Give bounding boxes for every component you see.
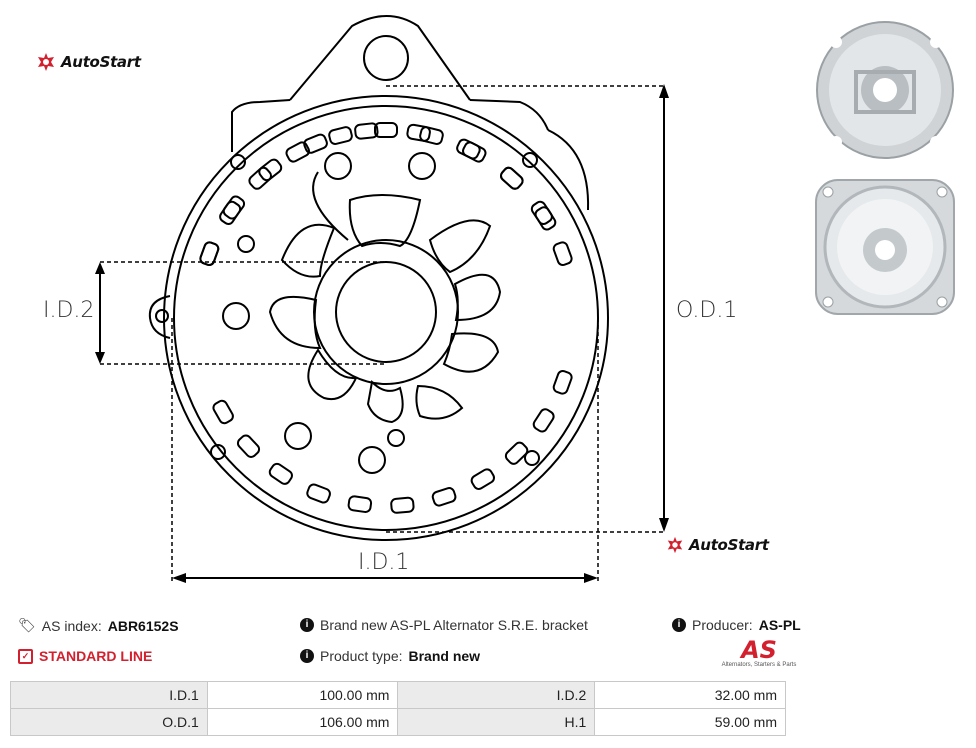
cooling-slot <box>390 496 415 514</box>
producer-value: AS-PL <box>758 617 801 633</box>
info-icon: i <box>300 649 314 663</box>
cooling-slot <box>456 138 481 160</box>
cooling-slot <box>328 126 353 145</box>
product-description: i Brand new AS-PL Alternator S.R.E. brac… <box>300 617 588 633</box>
as-index-label: AS index: <box>41 617 102 634</box>
spec-value: 59.00 mm <box>594 708 786 736</box>
cooling-slot <box>258 158 283 182</box>
autostart-logo-icon <box>38 53 54 71</box>
autostart-logo-text: AutoStart <box>61 53 141 71</box>
spec-key: I.D.1 <box>10 681 208 709</box>
as-index-value[interactable]: ABR6152S <box>107 617 179 634</box>
cooling-slot <box>552 241 573 267</box>
cooling-slot <box>248 166 273 190</box>
autostart-logo-icon <box>667 536 683 554</box>
label-od1: O.D.1 <box>676 298 738 323</box>
specs-table: I.D.1 100.00 mm I.D.2 32.00 mm O.D.1 106… <box>10 681 786 736</box>
info-icon: i <box>672 618 686 632</box>
autostart-logo-bottom: AutoStart <box>666 536 769 554</box>
spec-key: H.1 <box>397 708 596 736</box>
cooling-slot <box>534 206 557 231</box>
cooling-slot <box>222 195 246 220</box>
description-text: Brand new AS-PL Alternator S.R.E. bracke… <box>320 617 588 633</box>
as-pl-logo-mark: AS <box>741 636 777 664</box>
cooling-slot <box>306 483 331 504</box>
table-row: O.D.1 106.00 mm H.1 59.00 mm <box>10 708 786 736</box>
label-id2: I.D.2 <box>43 298 95 323</box>
product-photo-back[interactable] <box>806 172 964 322</box>
cooling-slot <box>347 495 373 513</box>
cooling-slot <box>212 399 234 425</box>
autostart-logo: AutoStart <box>36 52 141 72</box>
info-icon: i <box>300 618 314 632</box>
autostart-logo-text: AutoStart <box>689 536 769 554</box>
cooling-slot <box>268 462 293 485</box>
check-square-icon: ✓ <box>18 648 33 664</box>
cooling-slot <box>532 408 555 433</box>
spec-key: O.D.1 <box>10 708 208 736</box>
tags-icon: 🏷 <box>18 617 36 633</box>
product-type-value: Brand new <box>408 648 481 664</box>
cooling-slot <box>470 468 496 490</box>
cooling-slot <box>419 126 444 145</box>
cooling-slot <box>374 122 398 138</box>
cooling-slot <box>199 241 220 267</box>
cooling-slot <box>303 133 328 154</box>
cooling-slot <box>431 487 457 507</box>
label-id1: I.D.1 <box>358 550 410 575</box>
standard-line: ✓ STANDARD LINE <box>18 648 152 664</box>
bracket-technical-drawing <box>95 15 669 583</box>
cooling-slot <box>285 141 310 163</box>
spec-value: 100.00 mm <box>206 681 399 709</box>
spec-key: I.D.2 <box>397 681 596 709</box>
as-index: 🏷 AS index: ABR6152S <box>18 617 179 634</box>
producer: i Producer: AS-PL <box>672 617 801 633</box>
table-row: I.D.1 100.00 mm I.D.2 32.00 mm <box>10 681 786 709</box>
spec-value: 106.00 mm <box>206 708 399 736</box>
cooling-slot <box>504 441 529 465</box>
product-photo-front[interactable] <box>806 12 964 167</box>
cooling-slot <box>236 434 261 458</box>
cooling-slot <box>354 122 379 140</box>
spec-value: 32.00 mm <box>594 681 786 709</box>
cooling-slot <box>552 369 573 395</box>
standard-line-label: STANDARD LINE <box>39 648 153 664</box>
as-pl-logo-tagline: Alternators, Starters & Parts <box>721 662 797 668</box>
product-type: i Product type: Brand new <box>300 648 480 664</box>
product-type-label: Product type: <box>320 648 403 664</box>
cooling-slot <box>406 123 431 142</box>
cooling-slot <box>499 166 524 190</box>
as-pl-logo: AS Alternators, Starters & Parts <box>716 638 802 668</box>
producer-label: Producer: <box>692 617 753 633</box>
